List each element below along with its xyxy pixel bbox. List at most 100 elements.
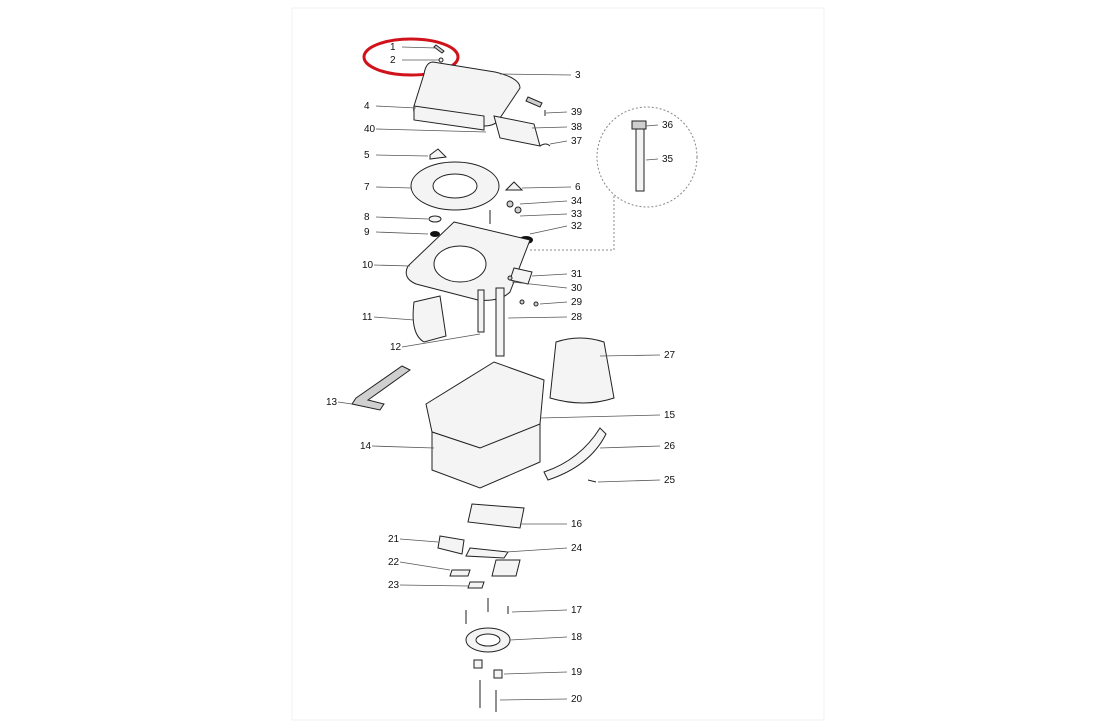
part-label-25: 25 [664,475,676,486]
part-36-drawing [631,120,647,130]
leader-line-12 [401,333,481,348]
leader-line-5 [375,154,429,157]
part-label-7: 7 [364,182,370,193]
leader-line-1 [401,46,437,49]
leader-line-30 [511,281,568,289]
part-label-23: 23 [388,580,400,591]
leader-line-32 [529,225,568,235]
part-label-33: 33 [571,209,583,220]
leader-line-3 [499,73,572,76]
part-label-28: 28 [571,312,583,323]
leader-line-35 [645,158,659,161]
part-5-drawing [429,148,448,160]
part-20-drawing [479,680,497,712]
part-11-drawing [412,295,447,343]
leader-line-39 [545,111,568,114]
leader-line-17 [511,609,568,613]
leader-line-10 [373,264,411,267]
part-23-drawing [467,581,485,589]
part-label-6: 6 [575,182,581,193]
leader-line-25 [597,479,661,483]
part-label-39: 39 [571,107,583,118]
part-label-14: 14 [360,441,372,452]
leader-line-13 [337,401,353,405]
part-label-4: 4 [364,101,370,112]
part-37-drawing [539,143,551,147]
part-26-drawing [543,427,607,481]
detail-connector [530,196,615,251]
detail-circle [596,106,698,208]
leader-line-34 [519,200,568,205]
part-label-19: 19 [571,667,583,678]
leader-line-20 [499,698,568,701]
leader-line-21 [399,538,439,543]
part-4-lid [413,105,485,131]
part-label-29: 29 [571,297,583,308]
part-29b-drawing [533,301,539,307]
part-label-15: 15 [664,410,676,421]
leader-line-4 [375,105,417,109]
part-27-drawing [549,337,615,404]
part-35-drawing [635,128,645,192]
leader-line-18 [509,636,568,641]
leader-line-36 [645,124,659,127]
part-label-24: 24 [571,543,583,554]
part-label-12: 12 [390,342,402,353]
part-34-drawing [506,200,514,208]
part-7-seat-hole [432,173,478,199]
part-label-2: 2 [390,55,396,66]
part-28-drawing [495,287,505,357]
part-label-11: 11 [362,312,373,323]
part-label-30: 30 [571,283,583,294]
part-25-drawing [587,479,597,483]
part-label-20: 20 [571,694,583,705]
part-label-34: 34 [571,196,583,207]
leader-line-31 [531,273,568,277]
leader-line-8 [375,216,429,220]
part-39-drawing [525,96,543,108]
part-label-22: 22 [388,557,400,568]
part-label-16: 16 [571,519,583,530]
part-label-8: 8 [364,212,370,223]
part-19-drawing [493,669,503,679]
part-label-27: 27 [664,350,676,361]
part-12-drawing [477,289,485,333]
part-label-35: 35 [662,154,674,165]
leader-line-27 [599,354,661,357]
part-1-drawing [433,44,445,54]
leader-line-37 [549,140,568,145]
part-17-drawing [465,598,509,624]
leader-line-40 [375,128,487,133]
part-label-1: 1 [390,42,396,53]
leader-line-11 [373,316,415,321]
part-label-13: 13 [326,397,338,408]
leader-line-28 [507,316,568,319]
part-18-inner [475,633,501,647]
leader-line-7 [375,186,413,189]
leader-line-38 [531,126,568,129]
part-label-38: 38 [571,122,583,133]
part-label-37: 37 [571,136,583,147]
leader-line-23 [399,584,469,587]
part-8-drawing [428,215,442,223]
leader-line-6 [521,186,572,189]
part-label-3: 3 [575,70,581,81]
leader-line-26 [599,445,661,449]
part-10-bowl-opening [433,245,487,283]
part-label-32: 32 [571,221,583,232]
part-label-21: 21 [388,534,400,545]
part-label-36: 36 [662,120,674,131]
leader-line-29 [539,301,568,305]
part-29-drawing [519,299,525,305]
part-24-drawing [465,547,509,559]
part-label-26: 26 [664,441,676,452]
part-label-40: 40 [364,124,376,135]
part-label-31: 31 [571,269,583,280]
part-13-drawing [351,365,411,411]
part-6-drawing [504,181,524,191]
part-30-drawing [507,275,513,281]
part-19b-drawing [473,659,483,669]
